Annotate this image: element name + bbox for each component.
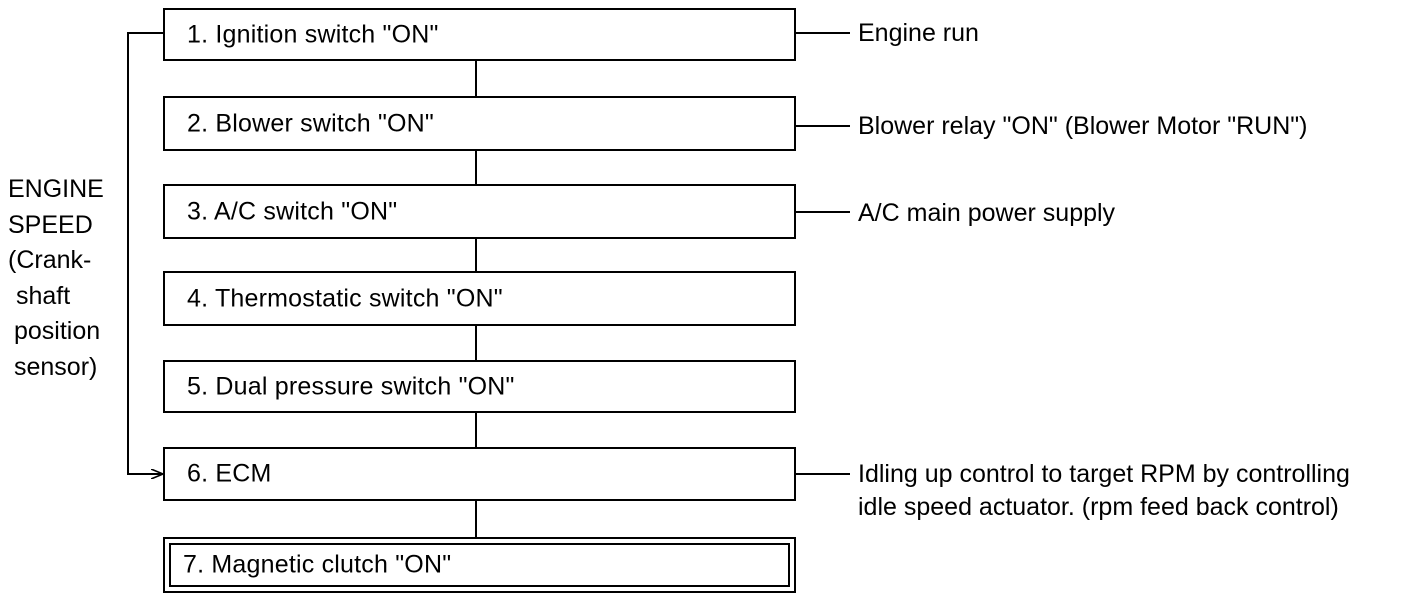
result-idle-control-line2: idle speed actuator. (rpm feed back cont… bbox=[858, 493, 1339, 521]
engine-speed-label-line5: position bbox=[14, 317, 101, 345]
step-box-7: 7. Magnetic clutch "ON" bbox=[163, 537, 796, 593]
step-box-4: 4. Thermostatic switch "ON" bbox=[163, 271, 796, 326]
engine-speed-label-line4: shaft bbox=[16, 281, 71, 310]
engine-speed-label: ENGINE SPEED (Crank- shaft position sens… bbox=[8, 172, 104, 385]
step-label-3: 3. A/C switch "ON" bbox=[187, 197, 398, 225]
step-box-6: 6. ECM bbox=[163, 447, 796, 501]
step-label-2: 2. Blower switch "ON" bbox=[187, 109, 435, 137]
step-box-5: 5. Dual pressure switch "ON" bbox=[163, 360, 796, 413]
engine-speed-label-line1: ENGINE bbox=[8, 175, 104, 203]
step-box-3: 3. A/C switch "ON" bbox=[163, 184, 796, 239]
engine-speed-label-line2: SPEED bbox=[8, 210, 93, 239]
step-box-7-inner-border bbox=[169, 543, 790, 587]
step-label-4: 4. Thermostatic switch "ON" bbox=[187, 284, 503, 312]
engine-speed-feedback-line bbox=[127, 32, 163, 474]
result-engine-run: Engine run bbox=[858, 19, 979, 47]
step-label-6: 6. ECM bbox=[187, 459, 272, 488]
engine-speed-label-line6: sensor) bbox=[14, 352, 98, 381]
engine-speed-label-line3: (Crank- bbox=[8, 246, 92, 274]
step-label-5: 5. Dual pressure switch "ON" bbox=[187, 372, 515, 400]
step-label-7: 7. Magnetic clutch "ON" bbox=[183, 550, 452, 579]
result-ac-power: A/C main power supply bbox=[858, 199, 1116, 227]
step-label-1: 1. Ignition switch "ON" bbox=[187, 20, 439, 48]
step-box-2: 2. Blower switch "ON" bbox=[163, 96, 796, 151]
result-idle-control-line1: Idling up control to target RPM by contr… bbox=[858, 460, 1350, 488]
step-box-1: 1. Ignition switch "ON" bbox=[163, 8, 796, 61]
result-blower-relay: Blower relay "ON" (Blower Motor "RUN") bbox=[858, 112, 1308, 140]
